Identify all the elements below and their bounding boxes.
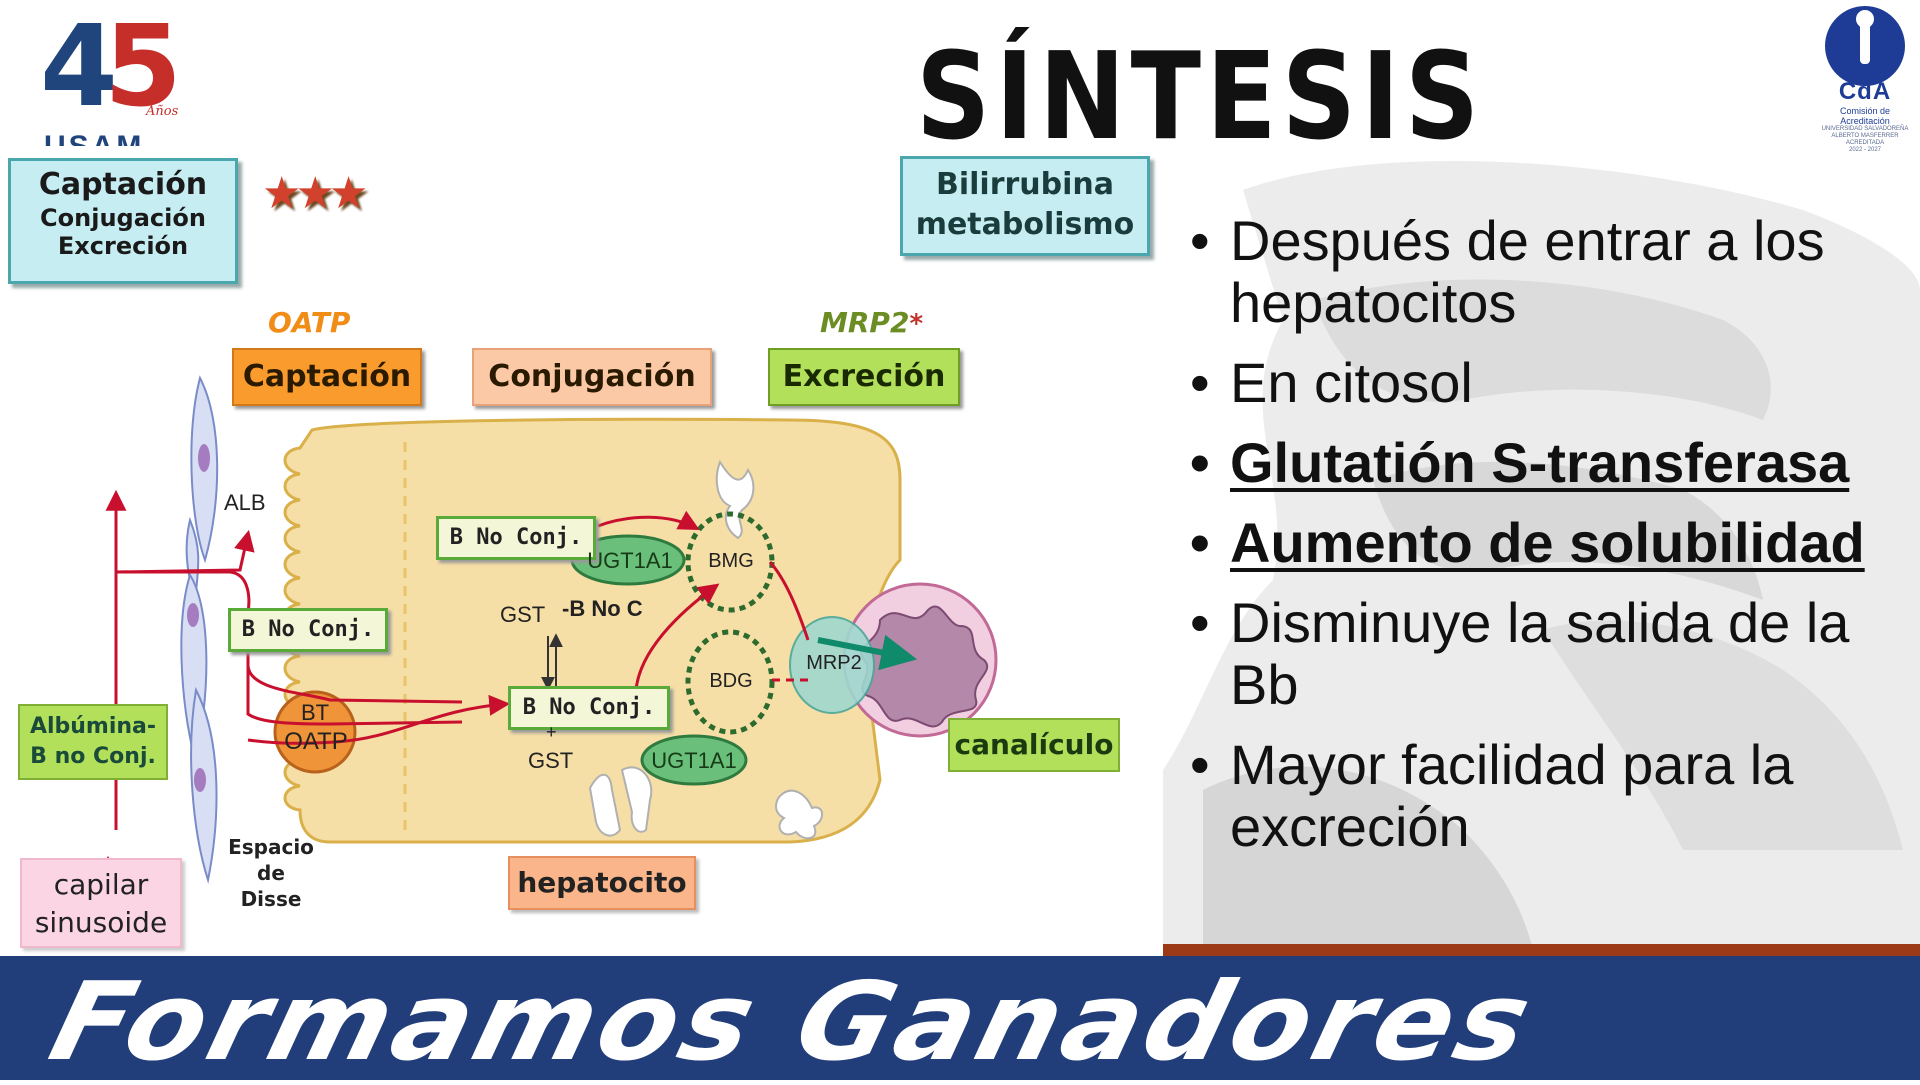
cda-line-1: Comisión de (1839, 106, 1891, 116)
bullet-item-emphasis: • Glutatión S-transferasa (1190, 432, 1910, 494)
bullet-item: • Mayor facilidad para la excreción (1190, 734, 1910, 858)
bullet-item: • Después de entrar a los hepatocitos (1190, 210, 1910, 334)
espacio-line-2: de (257, 861, 285, 885)
topic-box: Bilirrubina metabolismo (900, 156, 1150, 256)
albumina-line-2: B no Conj. (30, 744, 156, 769)
albumina-box: Albúmina- B no Conj. (18, 704, 168, 780)
canaliculo-label: canalículo (948, 718, 1120, 772)
steps-summary-box: Captación Conjugación Excreción (8, 158, 238, 284)
cda-accreditation-logo: CdA Comisión de Acreditación UNIVERSIDAD… (1810, 6, 1920, 166)
summary-bullet-list: • Después de entrar a los hepatocitos • En… (1190, 210, 1910, 876)
b-no-c-label: -B No C (562, 596, 643, 621)
mrp2-label: MRP2 (806, 652, 862, 674)
bullet-dot-icon: • (1190, 511, 1210, 574)
equilibrium-arrows (541, 633, 563, 691)
logo-acronym: USAM (44, 132, 144, 146)
bullet-text: Mayor facilidad para la excreción (1230, 733, 1794, 858)
usam-45-logo: 45 Años USAM (40, 2, 200, 146)
bullet-item: • En citosol (1190, 352, 1910, 414)
ugt-bottom-label: UGT1A1 (651, 748, 737, 773)
cda-line-2: Acreditación (1840, 116, 1890, 126)
bullet-dot-icon: • (1190, 591, 1210, 654)
mrp2-label-text: MRP2 (820, 306, 910, 339)
cda-fine-4: 2022 - 2027 (1848, 147, 1882, 153)
cda-fine-1: UNIVERSIDAD SALVADOREÑA (1821, 126, 1909, 132)
bullet-text: En citosol (1230, 351, 1473, 414)
bullet-dot-icon: • (1190, 351, 1210, 414)
capilar-line-2: sinusoide (34, 906, 168, 939)
bilirubin-pathway-diagram (97, 375, 998, 900)
plus-sign: + (546, 722, 557, 742)
footer-accent-line (1163, 944, 1920, 956)
mrp2-asterisk: * (909, 309, 924, 339)
espacio-line-3: Disse (240, 887, 302, 911)
mrp2-transporter-label: MRP2* (820, 306, 923, 339)
bullet-text: Después de entrar a los hepatocitos (1230, 209, 1825, 334)
bdg-label: BDG (709, 670, 753, 692)
bullet-dot-icon: • (1190, 209, 1210, 272)
oatp-circle-label: OATP (284, 728, 348, 755)
portrait-watermark (1163, 161, 1920, 950)
phase-header-excrecion: Excreción (768, 348, 960, 406)
steps-box-line-2: Conjugación (40, 204, 206, 232)
torch-icon (1825, 6, 1905, 86)
oatp-transporter (273, 690, 357, 774)
albumina-line-1: Albúmina- (29, 714, 157, 739)
gst-bottom-label: GST (528, 748, 574, 773)
footer-banner: Formamos Ganadores (0, 956, 1920, 1085)
endothelial-cells (180, 375, 219, 884)
conjugation-circles (685, 511, 775, 735)
b-no-conj-left-label: B No Conj. (228, 608, 388, 652)
bullet-item: • Disminuye la salida de la Bb (1190, 592, 1910, 716)
capilar-sinusoide-box: capilar sinusoide (20, 858, 182, 948)
b-no-conj-top-label: B No Conj. (436, 516, 596, 560)
canaliculus (789, 582, 998, 738)
bullet-dot-icon: • (1190, 431, 1210, 494)
bmg-label: BMG (708, 550, 754, 572)
phase-header-conjugacion: Conjugación (472, 348, 712, 406)
steps-box-line-3: Excreción (57, 232, 189, 260)
phase-header-captacion: Captación (232, 348, 422, 406)
golgi-shapes (588, 459, 823, 840)
espacio-line-1: Espacio (228, 835, 314, 859)
bullet-text: Glutatión S-transferasa (1230, 431, 1850, 494)
topic-box-line-2: metabolismo (915, 207, 1135, 242)
importance-stars-icon: ★★★ (262, 168, 368, 219)
b-no-conj-bottom-label: B No Conj. (508, 686, 670, 730)
alb-label: ALB (224, 490, 266, 515)
bullet-dot-icon: • (1190, 733, 1210, 796)
ugt-enzymes (570, 534, 748, 786)
espacio-de-disse-label: Espacio de Disse (226, 834, 316, 912)
capilar-line-1: capilar (53, 868, 149, 901)
cda-fine-2: ALBERTO MASFERRER (1831, 133, 1899, 139)
ugt-top-label: UGT1A1 (587, 548, 673, 573)
hepatocito-label: hepatocito (508, 856, 696, 910)
slide-title: SÍNTESIS (916, 28, 1485, 167)
transport-arrows (97, 489, 810, 900)
gst-top-label: GST (500, 602, 546, 627)
cda-fine-3: ACREDITADA (1845, 140, 1885, 146)
topic-box-line-1: Bilirrubina (935, 167, 1115, 202)
bullet-text: Disminuye la salida de la Bb (1230, 591, 1850, 716)
logo-years-label: Años (146, 104, 179, 119)
bt-label: BT (300, 700, 330, 725)
oatp-transporter-label: OATP (268, 306, 351, 339)
bullet-item-emphasis: • Aumento de solubilidad (1190, 512, 1910, 574)
logo-number-4: 4 (40, 2, 118, 132)
bullet-text: Aumento de solubilidad (1230, 511, 1865, 574)
footer-slogan: Formamos Ganadores (38, 960, 1547, 1085)
steps-box-line-1: Captación (38, 167, 208, 202)
